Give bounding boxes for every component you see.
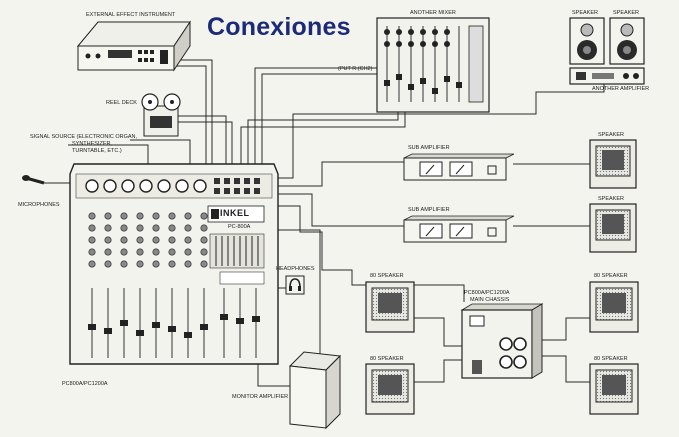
label-monitor-amplifier: MONITOR AMPLIFIER <box>232 394 289 400</box>
label-signal-source-2: SYNTHESIZER, <box>72 141 113 147</box>
wire-reel-deck-1 <box>178 115 227 172</box>
label-input-ch: (PUT R.(CH2) <box>338 66 373 72</box>
wire-80-tr <box>540 317 590 341</box>
brand-logo: INKEL <box>220 208 250 218</box>
label-speaker-sub-2: SPEAKER <box>598 196 624 202</box>
wire-effect-return <box>176 65 207 172</box>
label-speaker-top-1: SPEAKER <box>572 10 598 16</box>
label-main-chassis-2: MAIN CHASSIS <box>470 297 510 303</box>
label-speaker-80-br: 80 SPEAKER <box>594 356 628 362</box>
wires <box>44 59 605 387</box>
wire-mixer-2 <box>261 73 377 172</box>
speaker-80-bottom-right <box>589 363 639 415</box>
label-main-chassis: PC800A/PC1200A <box>464 290 510 296</box>
wire-80-br <box>540 355 590 383</box>
wire-another-amp <box>274 84 605 179</box>
label-speaker-80-tl: 80 SPEAKER <box>370 273 404 279</box>
label-microphones: MICROPHONES <box>18 202 60 208</box>
wire-mixer-4 <box>240 112 406 172</box>
external-effect-instrument <box>76 20 191 72</box>
label-another-mixer: ANOTHER MIXER <box>410 10 456 16</box>
label-another-amplifier: ANOTHER AMPLIFIER <box>592 86 650 92</box>
wire-mixer-1 <box>254 67 377 172</box>
speaker-80-bottom-left <box>365 363 415 415</box>
label-speaker-80-bl: 80 SPEAKER <box>370 356 404 362</box>
main-mixer <box>69 163 279 365</box>
wire-80-tl <box>414 317 462 347</box>
label-external-effect: EXTERNAL EFFECT INSTRUMENT <box>86 12 176 18</box>
wire-sub-amp-2 <box>274 193 404 227</box>
label-speaker-top-2: SPEAKER <box>613 10 639 16</box>
label-signal-source-3: TURNTABLE, ETC.) <box>72 148 122 154</box>
brand-model: PC-800A <box>228 224 251 230</box>
speaker-top-2 <box>609 17 645 65</box>
label-sub-amplifier-1: SUB AMPLIFIER <box>408 145 450 151</box>
headphones-device <box>285 275 305 295</box>
label-speaker-80-tr: 80 SPEAKER <box>594 273 628 279</box>
speaker-top-1 <box>569 17 605 65</box>
speaker-80-top-left <box>365 281 415 333</box>
reel-deck <box>141 93 181 137</box>
wire-sub-amp-1 <box>274 161 404 187</box>
label-speaker-sub-1: SPEAKER <box>598 132 624 138</box>
label-reel-deck: REEL DECK <box>106 100 137 106</box>
wire-reel-deck-2 <box>178 121 233 172</box>
wire-signal-source <box>130 139 191 164</box>
speaker-sub-1 <box>589 139 637 189</box>
wire-main-chassis <box>274 205 465 302</box>
another-amplifier <box>569 67 645 85</box>
wire-mixer-3 <box>247 112 399 172</box>
wire-effect-send <box>176 59 213 172</box>
sub-amplifier-2 <box>403 215 515 243</box>
wire-signal-source-2 <box>68 144 149 164</box>
speaker-80-top-right <box>589 281 639 333</box>
microphone <box>22 175 45 185</box>
label-signal-source: SIGNAL SOURCE (ELECTRONIC ORGAN, <box>30 134 138 140</box>
speaker-sub-2 <box>589 203 637 253</box>
wire-monitor-amp <box>257 364 292 387</box>
main-chassis <box>460 303 544 379</box>
label-sub-amplifier-2: SUB AMPLIFIER <box>408 207 450 213</box>
page-title: Conexiones <box>207 13 351 41</box>
another-mixer <box>376 17 490 113</box>
label-headphones: HEADPHONES <box>276 266 315 272</box>
wire-80-bl <box>414 359 462 383</box>
label-mixer-model: PC800A/PC1200A <box>62 381 108 387</box>
monitor-amplifier <box>288 351 342 430</box>
sub-amplifier-1 <box>403 153 515 181</box>
